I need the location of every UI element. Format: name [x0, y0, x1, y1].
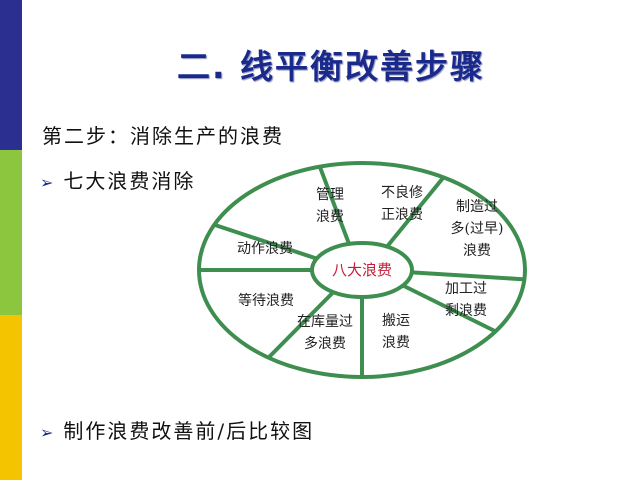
wheel-segment-label: 等待浪费: [238, 292, 294, 309]
wheel-segment-label: 管理浪费: [316, 187, 344, 225]
stripe-green: [0, 150, 22, 315]
wheel-center-label: 八大浪费: [332, 261, 392, 279]
wheel-segment-line: 管理: [316, 187, 344, 203]
wheel-segment-label: 制造过多(过早) 浪费: [451, 199, 504, 259]
bullet-text: 制作浪费改善前/后比较图: [63, 419, 315, 443]
slide-title: 二. 线平衡改善步骤: [176, 47, 486, 86]
wheel-segment-line: 不良修: [381, 185, 423, 201]
stripe-yellow: [0, 315, 22, 480]
wheel-segment-line: 动作浪费: [237, 241, 293, 257]
wheel-segment-line: 剩浪费: [445, 303, 487, 319]
bullet-item: ➢ 七大浪费消除: [40, 165, 195, 194]
wheel-spoke: [385, 176, 446, 248]
wheel-segment-label: 在库量过多浪费: [297, 314, 353, 352]
stripe-blue: [0, 0, 22, 150]
wheel-segment-line: 正浪费: [381, 207, 423, 223]
wheel-segment-line: 浪费: [463, 243, 491, 259]
arrow-bullet-icon: ➢: [40, 173, 56, 192]
bullet-text: 七大浪费消除: [63, 169, 196, 193]
wheel-labels: 八大浪费管理浪费不良修正浪费制造过多(过早)浪费加工过剩浪费搬运浪费在库量过多浪…: [237, 185, 503, 352]
inner-ring: [310, 241, 414, 299]
wheel-segment-line: 浪费: [382, 335, 410, 351]
wheel-segment-label: 搬运浪费: [382, 313, 410, 351]
wheel-segment-label: 加工过剩浪费: [445, 281, 487, 319]
wheel-spoke: [267, 290, 335, 360]
wheel-spoke: [411, 270, 525, 282]
wheel-spokes: [197, 161, 527, 379]
wheel-segment-line: 在库量过: [297, 314, 353, 330]
wheel-spoke: [213, 222, 318, 261]
wheel-segment-line: 制造过: [456, 199, 498, 215]
step-heading: 第二步：消除生产的浪费: [42, 124, 284, 148]
wheel-segment-line: 浪费: [316, 209, 344, 225]
arrow-bullet-icon: ➢: [40, 423, 56, 442]
wheel-segment-label: 动作浪费: [237, 241, 293, 257]
wheel-segment-line: 搬运: [382, 313, 410, 329]
wheel-segment-label: 不良修正浪费: [381, 185, 423, 223]
wheel-spoke: [317, 165, 351, 245]
wheel-segment-line: 多(过早): [451, 220, 504, 237]
wheel-segment-line: 加工过: [445, 281, 487, 297]
wheel-segment-line: 等待浪费: [238, 292, 294, 309]
wheel-segment-line: 多浪费: [304, 335, 346, 352]
bullet-item: ➢ 制作浪费改善前/后比较图: [40, 415, 314, 444]
wheel-spoke: [402, 283, 497, 334]
